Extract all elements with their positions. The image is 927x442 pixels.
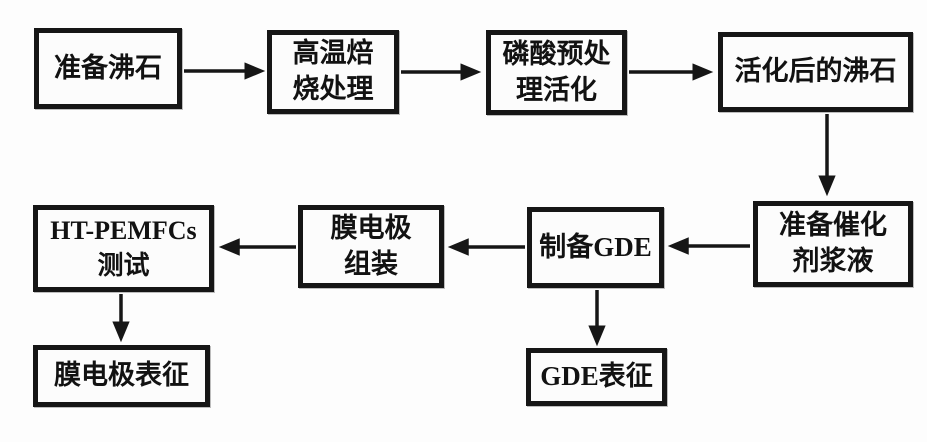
flow-node-acid-activation: 磷酸预处 理活化 bbox=[486, 30, 627, 115]
flow-node-prepare-zeolite: 准备沸石 bbox=[34, 28, 182, 109]
flow-node-gde-characterization: GDE表征 bbox=[526, 348, 667, 406]
flow-node-catalyst-slurry: 准备催化 剂浆液 bbox=[753, 201, 913, 287]
flow-node-mea-characterization: 膜电极表征 bbox=[33, 345, 210, 407]
flow-node-prepare-gde: 制备GDE bbox=[527, 207, 664, 288]
flow-node-label: GDE表征 bbox=[540, 361, 653, 392]
flow-node-label: 高温焙 烧处理 bbox=[292, 38, 374, 104]
flow-node-label: 准备催化 剂浆液 bbox=[779, 210, 887, 276]
flow-node-calcination: 高温焙 烧处理 bbox=[267, 30, 399, 114]
flow-node-label: 制备GDE bbox=[539, 231, 652, 262]
flow-node-mea-assembly: 膜电极 组装 bbox=[298, 205, 444, 288]
flow-node-activated-zeolite: 活化后的沸石 bbox=[718, 32, 913, 112]
flow-node-ht-pemfcs-test: HT-PEMFCs 测试 bbox=[33, 205, 214, 292]
flow-node-label: HT-PEMFCs 测试 bbox=[50, 216, 197, 280]
flow-node-label: 膜电极表征 bbox=[54, 360, 189, 391]
flow-node-label: 磷酸预处 理活化 bbox=[502, 38, 611, 105]
flow-node-label: 活化后的沸石 bbox=[734, 56, 897, 87]
flow-node-label: 准备沸石 bbox=[54, 52, 162, 83]
flow-node-label: 膜电极 组装 bbox=[330, 212, 412, 279]
